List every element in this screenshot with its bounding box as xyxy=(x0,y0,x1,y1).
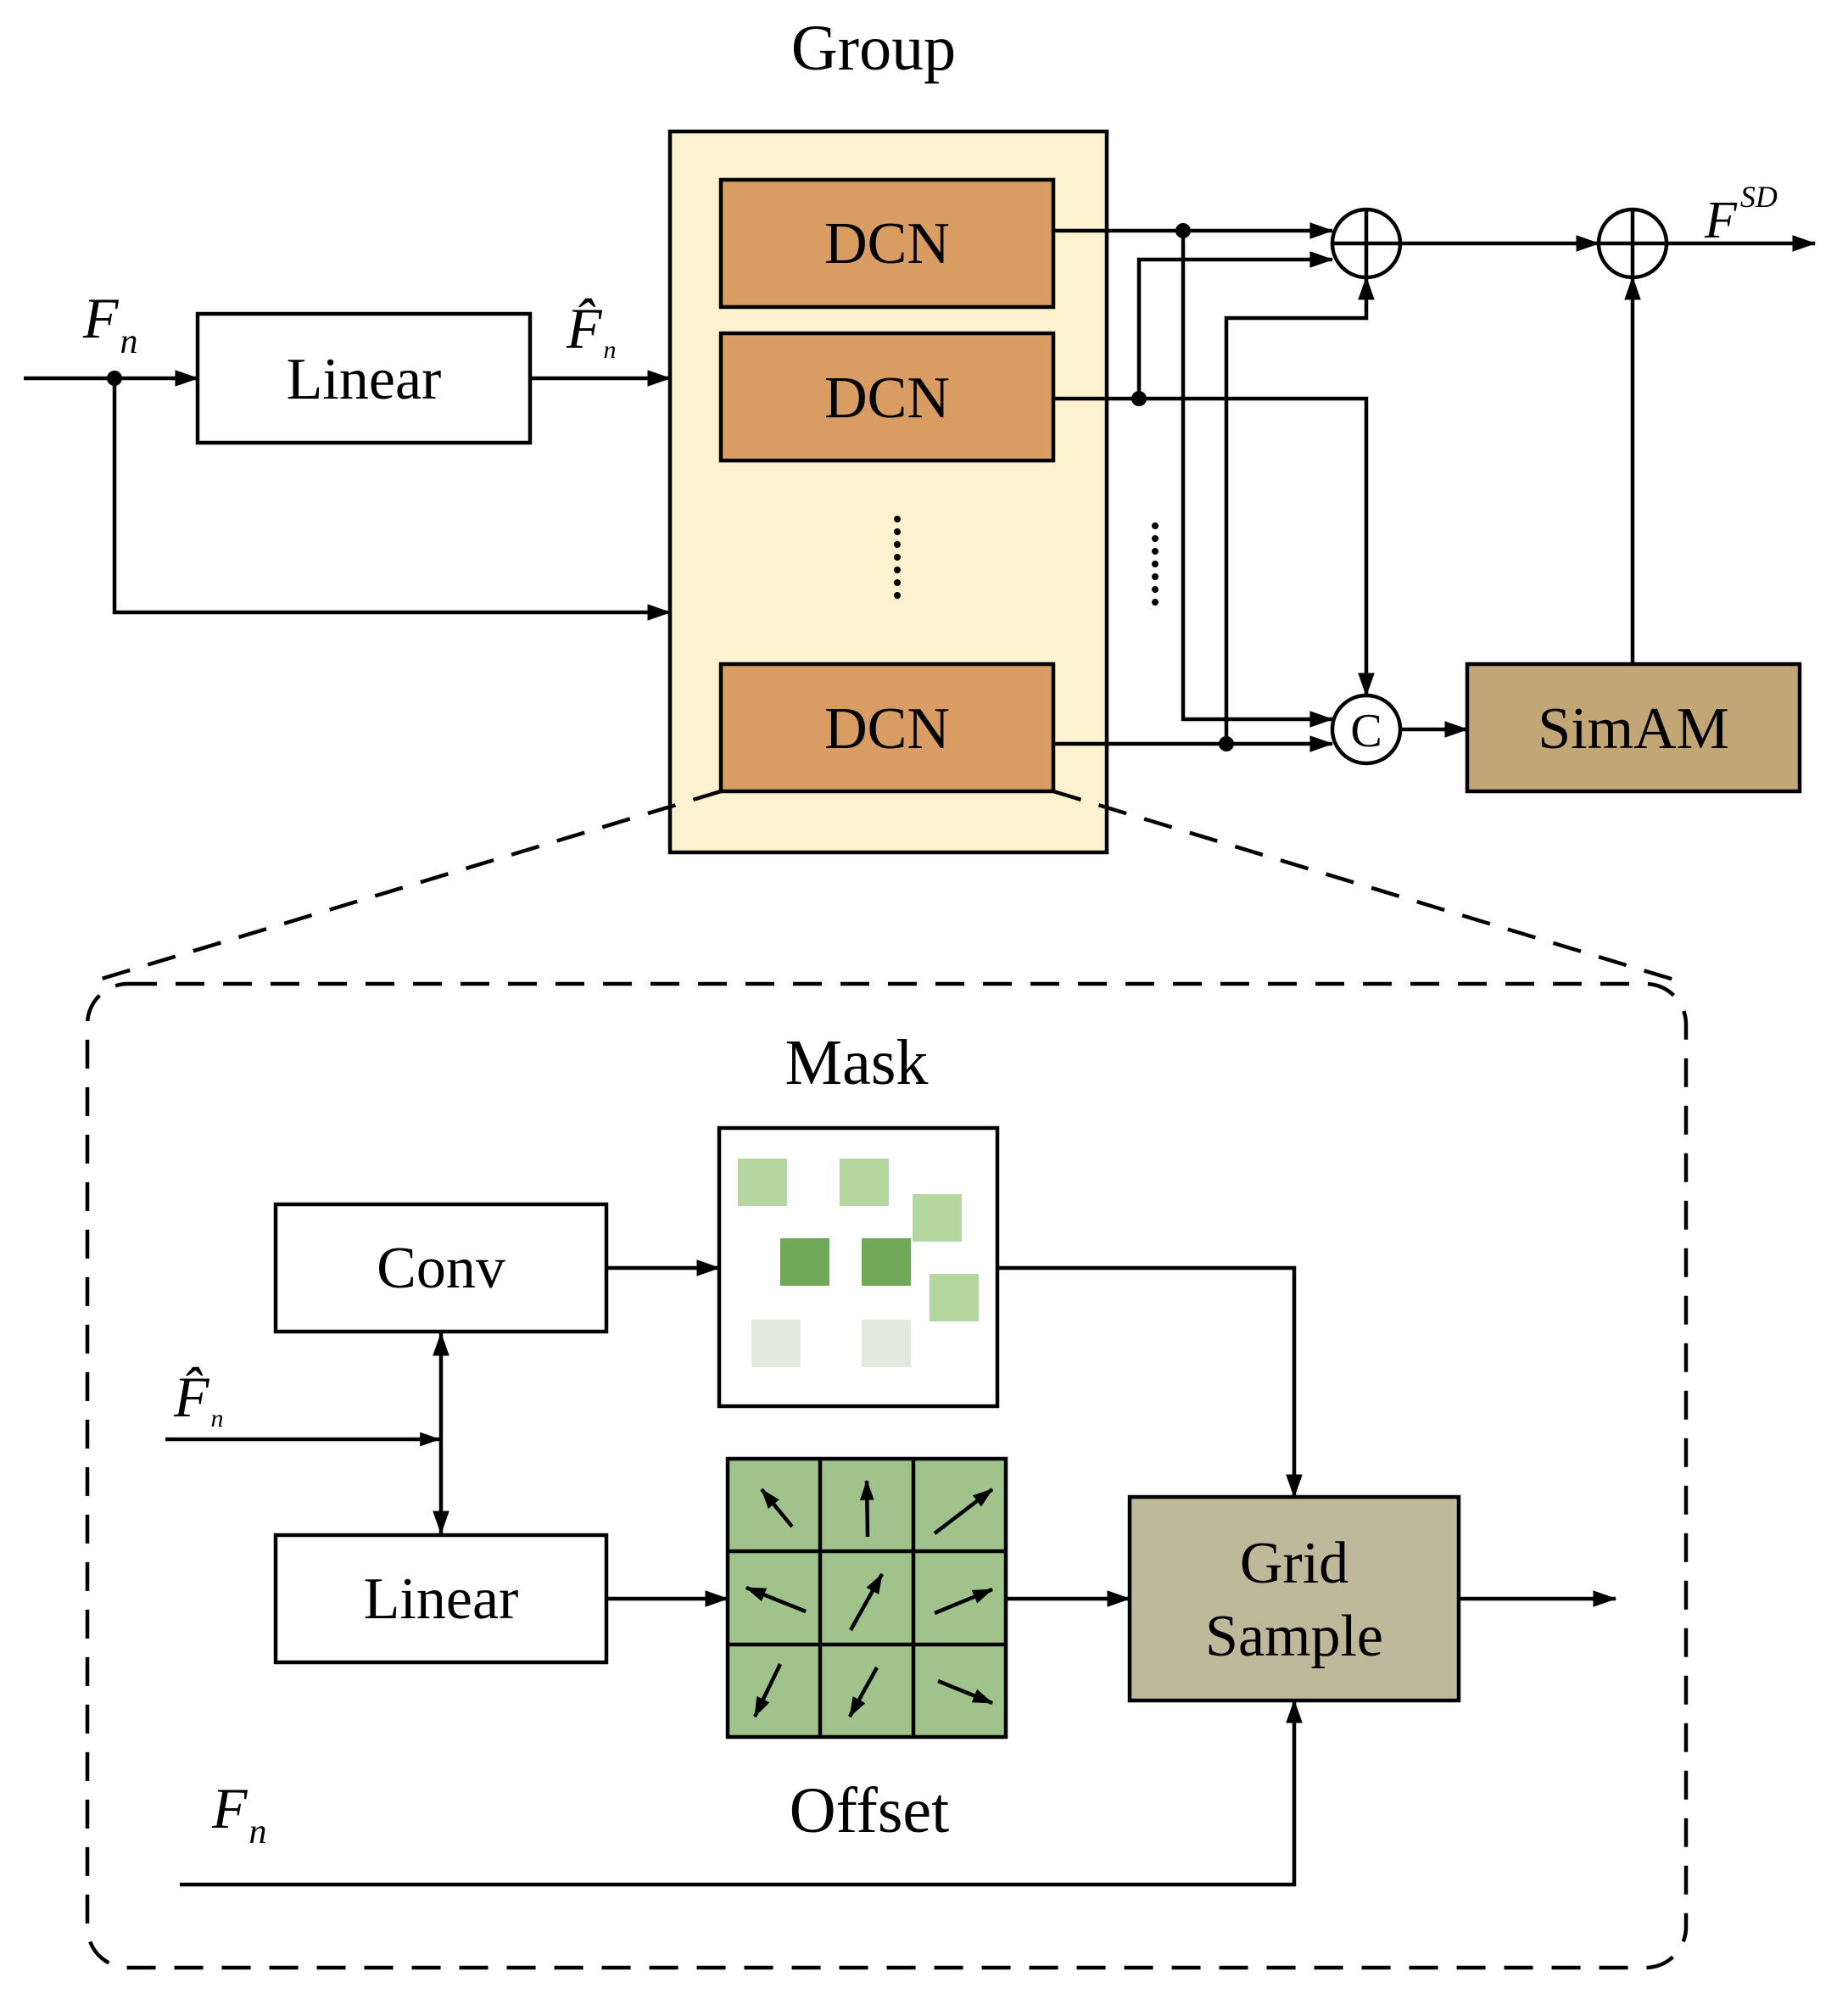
grid-sample-box xyxy=(1127,1494,1461,1703)
fn-bottom-label: Fn xyxy=(211,1776,267,1851)
linear-bottom-box xyxy=(273,1533,609,1665)
mask-grid xyxy=(717,1125,1000,1409)
dcn-block-2: DCN xyxy=(718,331,1056,463)
zoom-line-right xyxy=(1052,789,1689,986)
fn-bypass-line xyxy=(112,378,672,621)
linear-bottom-label: Linear xyxy=(364,1566,519,1632)
dcn-label-n: DCN xyxy=(824,696,950,762)
dcn-label-2: DCN xyxy=(824,366,950,431)
dcn-label-1: DCN xyxy=(824,211,950,276)
offset-grid xyxy=(725,1456,1008,1740)
ellipsis-dots-group xyxy=(894,516,901,599)
zoom-line-left xyxy=(84,789,722,986)
simam-box xyxy=(1465,662,1802,794)
fn-to-grid-line xyxy=(180,1699,1303,1887)
dcn-block-1: DCN xyxy=(718,177,1056,310)
grid-sample-label-1: Grid xyxy=(1240,1531,1348,1596)
simam-label: SimAM xyxy=(1538,696,1729,762)
add-circle-1 xyxy=(1330,207,1403,280)
dcn2-to-concat-line xyxy=(1053,396,1375,697)
linear-top-label: Linear xyxy=(287,347,442,412)
grid-sample-label-2: Sample xyxy=(1205,1604,1383,1669)
dcnn-to-add-line xyxy=(1224,276,1375,744)
concat-label: C xyxy=(1350,705,1382,757)
input-fn-label: Fn xyxy=(82,286,138,361)
fhat-top-label: F̂n xyxy=(566,296,617,364)
conv-label: Conv xyxy=(377,1236,505,1301)
group-title: Group xyxy=(791,13,956,84)
dcn1-to-concat-line xyxy=(1181,231,1334,728)
mask-title: Mask xyxy=(785,1027,929,1098)
concat-circle: C xyxy=(1330,693,1403,766)
dcn-detail-container xyxy=(85,981,1689,1970)
mask-to-grid-line xyxy=(997,1265,1303,1499)
ellipsis-dots-outputs xyxy=(1152,522,1158,606)
conv-box xyxy=(273,1202,609,1334)
offset-title: Offset xyxy=(790,1775,950,1846)
fhat-bottom-label: F̂n xyxy=(173,1365,224,1432)
dcn-block-n: DCN xyxy=(718,662,1056,794)
add-circle-2 xyxy=(1596,207,1669,280)
dcn2-to-add-line xyxy=(1136,251,1334,399)
